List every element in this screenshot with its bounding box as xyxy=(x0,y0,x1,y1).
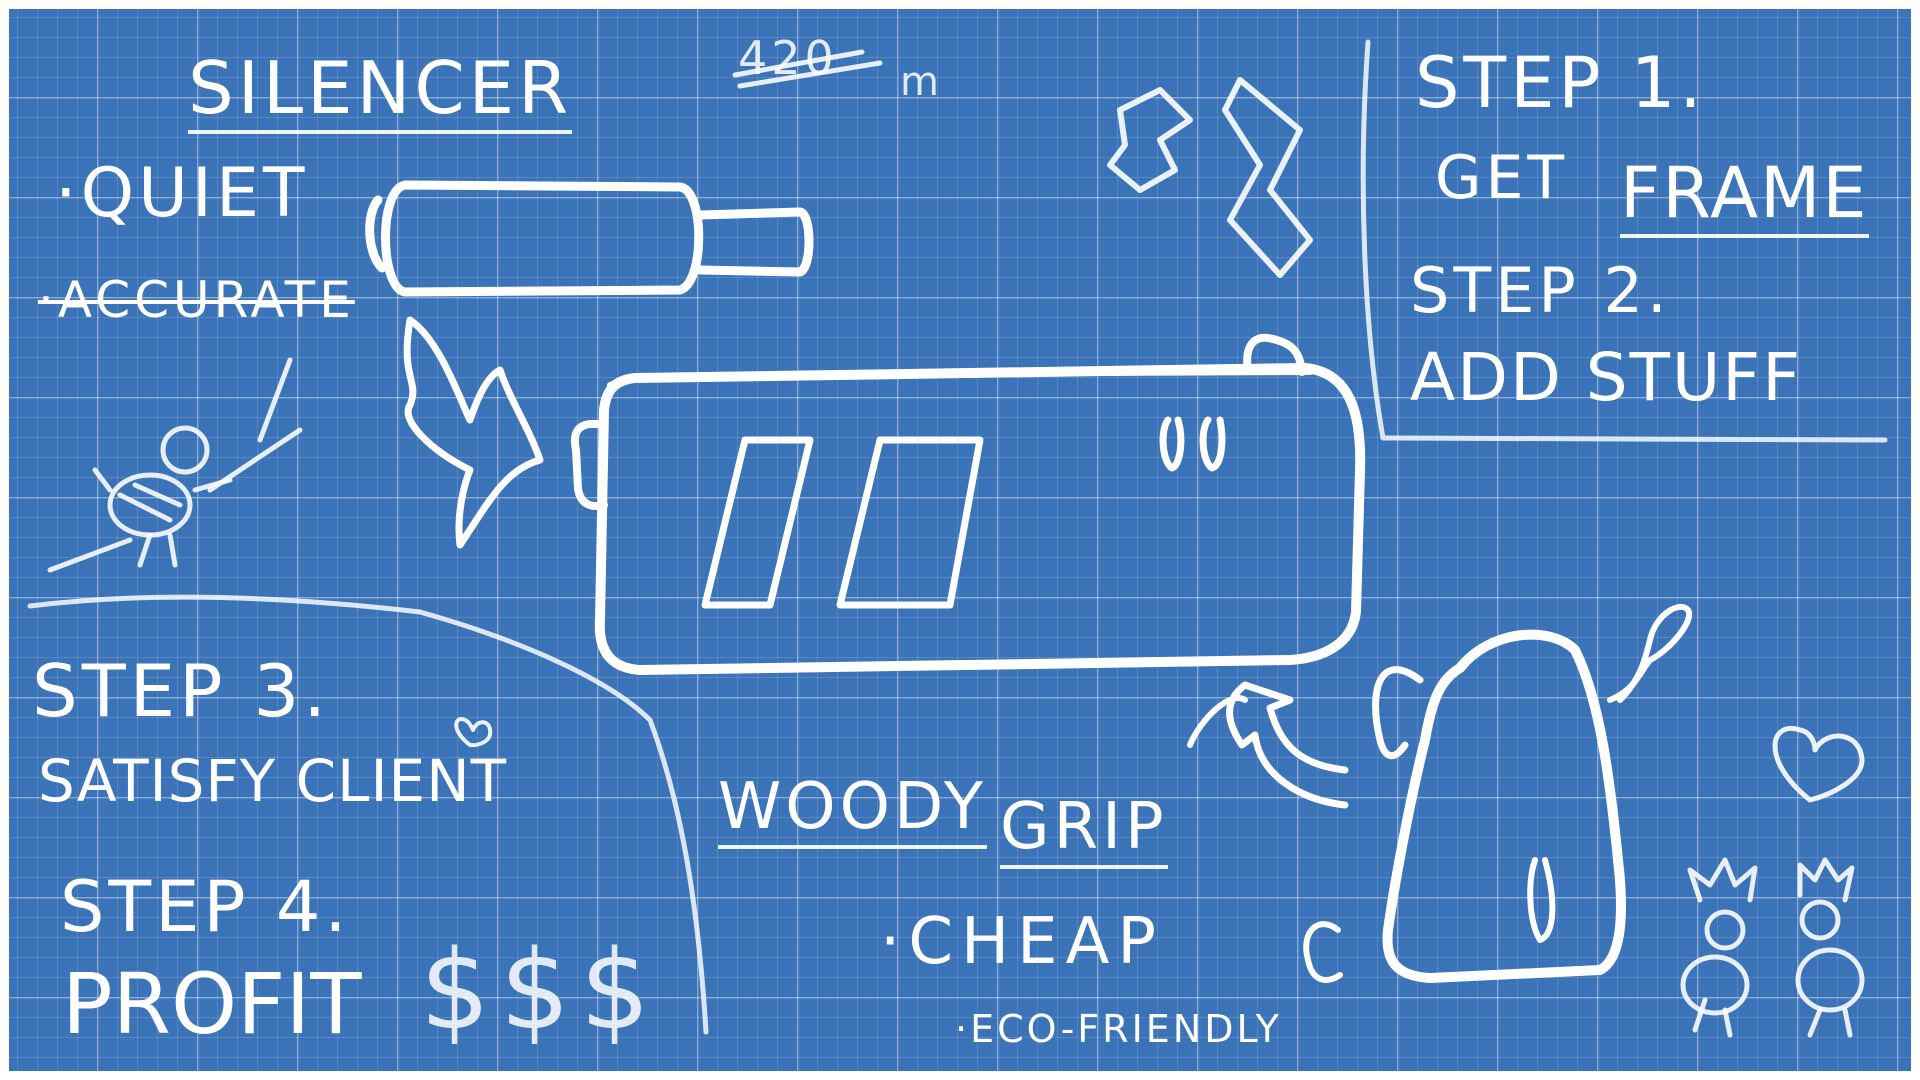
grip-title: GRIP xyxy=(1000,795,1168,869)
lightning-icon xyxy=(403,316,544,549)
grip-woody: WOODY xyxy=(718,775,987,849)
step4-money: $$$ xyxy=(420,926,660,1054)
silencer-title: SILENCER xyxy=(188,52,573,134)
frame-icon xyxy=(570,333,1366,675)
step2-title: STEP 2. xyxy=(1410,254,1671,327)
scale-underline xyxy=(732,49,883,89)
grip-bullet-eco: ·ECO-FRIENDLY xyxy=(955,1007,1282,1051)
step2-text: ADD STUFF xyxy=(1410,339,1803,416)
spring-icon xyxy=(1107,77,1313,278)
step4-text: PROFIT xyxy=(62,955,362,1053)
divider-lines xyxy=(27,39,1888,1035)
grip-bullet-cheap: ·CHEAP xyxy=(880,905,1164,979)
bullet-accurate: ·ACCURATE xyxy=(38,271,355,329)
scale-number: 420 xyxy=(738,31,838,85)
bullet-quiet: ·QUIET xyxy=(55,154,309,233)
step1-text-get: GET xyxy=(1435,143,1569,213)
step1-title: STEP 1. xyxy=(1415,42,1706,124)
step4-title: STEP 4. xyxy=(60,866,351,948)
step1-text-frame: FRAME xyxy=(1620,158,1869,238)
step3-text: SATISFY CLIENT xyxy=(38,747,508,815)
silencer-icon xyxy=(365,180,814,297)
bee-icon xyxy=(47,357,1865,1038)
heart-icon xyxy=(454,717,1865,803)
arrow-icon xyxy=(1187,681,1349,809)
grip-icon xyxy=(1303,603,1693,983)
step3-title: STEP 3. xyxy=(32,649,331,733)
scale-unit: m xyxy=(900,59,943,105)
